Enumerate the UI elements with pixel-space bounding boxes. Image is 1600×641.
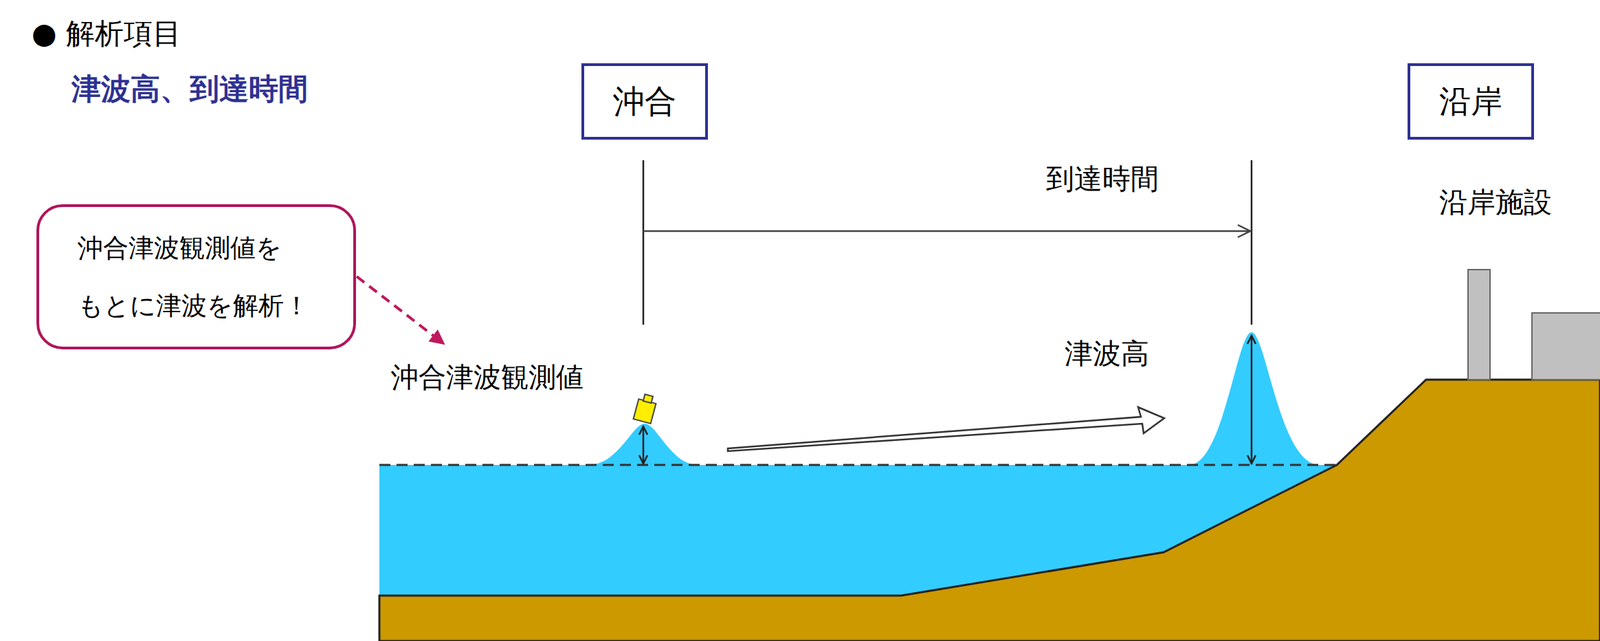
- coastal-height-arrow: [1250, 335, 1253, 464]
- seabed-ground: [379, 379, 1600, 641]
- arrival-time-label: 到達時間: [1046, 162, 1159, 196]
- location-box: 沖合: [581, 63, 708, 140]
- box-text: 沖合津波観測値を もとに津波を解析！: [77, 219, 315, 335]
- box-text: 沿岸: [1439, 82, 1503, 121]
- arrival-time-arrow: [643, 230, 1251, 233]
- facility-label: 沿岸施設: [1439, 185, 1552, 220]
- offshore-marker-line: [642, 160, 645, 325]
- tsunami-height-label: 津波高: [1064, 336, 1150, 371]
- location-box: 沿岸: [1407, 63, 1535, 140]
- chimney: [1468, 269, 1491, 380]
- coastal-wave: [1189, 331, 1320, 465]
- box-text: 沖合: [613, 82, 677, 121]
- observation-label: 沖合津波観測値: [391, 360, 584, 394]
- coast-marker-line: [1250, 160, 1253, 325]
- offshore-height-arrow: [642, 426, 645, 464]
- section-heading: ● 解析項目: [31, 16, 182, 51]
- offshore-wave: [588, 423, 699, 465]
- sea-level-line: [379, 463, 1337, 466]
- callout-leader: [356, 276, 444, 344]
- callout-box: 沖合津波観測値を もとに津波を解析！: [36, 204, 357, 350]
- propagation-arrow: [727, 406, 1165, 451]
- buoy: [633, 393, 657, 424]
- building: [1531, 312, 1600, 380]
- analysis-items: 津波高、到達時間: [71, 71, 308, 108]
